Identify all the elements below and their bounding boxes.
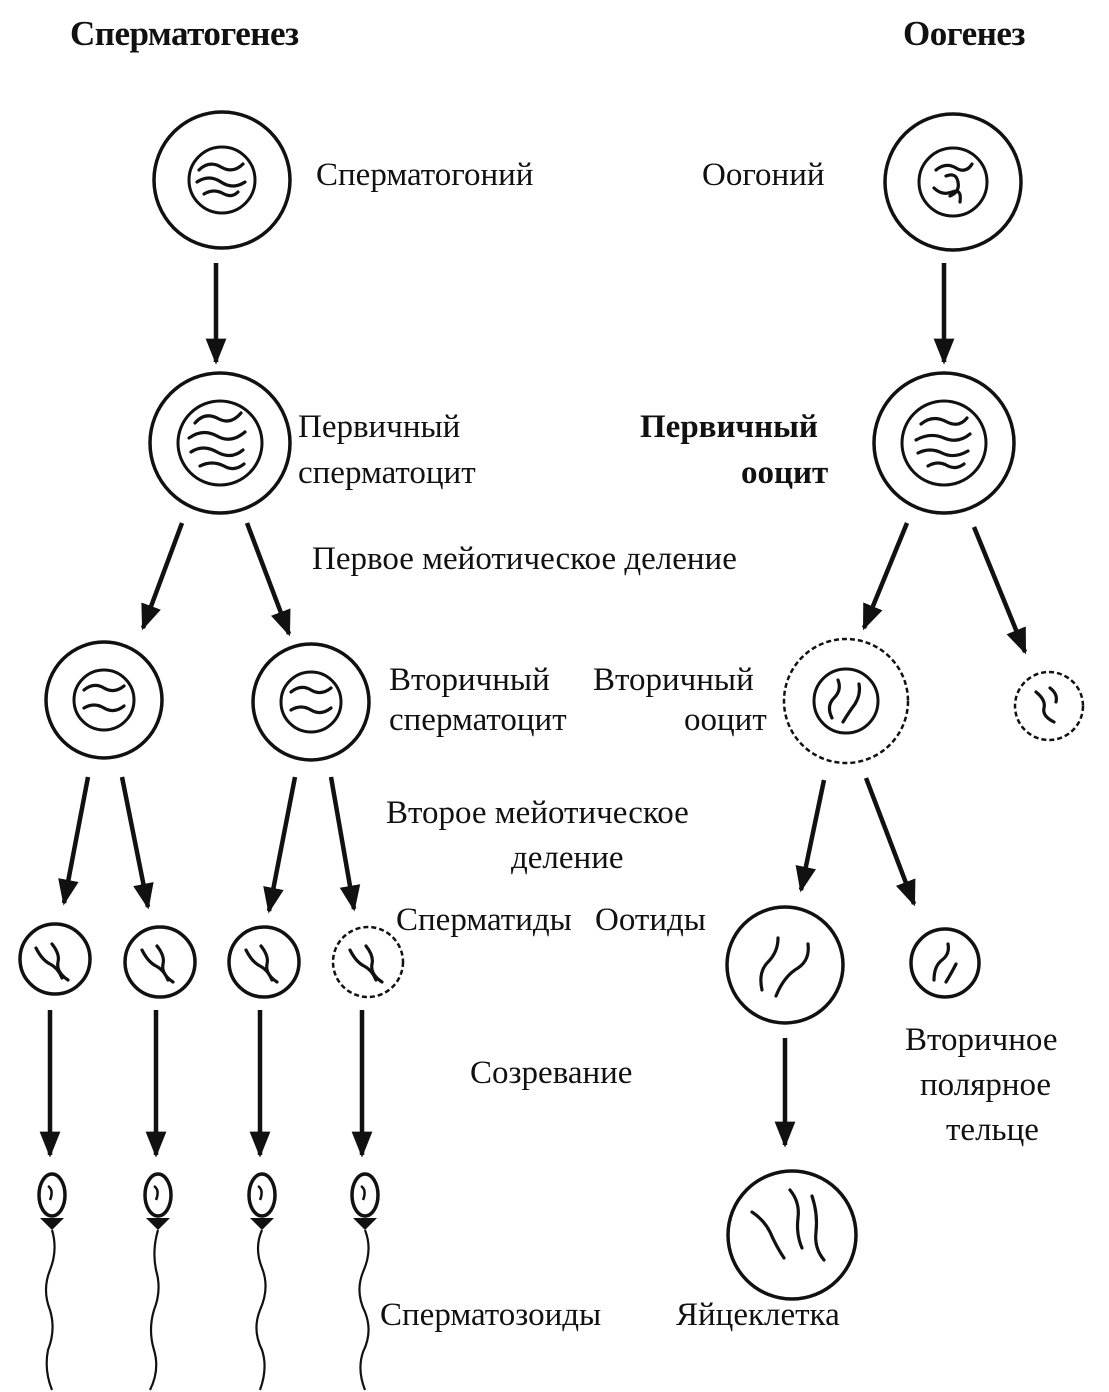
label-secondary-oocyte: ооцит (684, 702, 767, 738)
label-polar-body-2: полярное (920, 1067, 1051, 1103)
primary-oocyte-cell (872, 371, 1016, 515)
ootid-cell (725, 905, 845, 1025)
heading-spermatogenesis: Сперматогенез (70, 14, 299, 53)
label-maturation: Созревание (470, 1055, 632, 1091)
label-second-meiotic-1: Второе мейотическое (386, 795, 689, 831)
label-spermatogonium: Сперматогоний (316, 157, 533, 193)
label-spermatozoa: Сперматозоиды (380, 1297, 601, 1333)
label-first-meiotic-division: Первое мейотическое деление (312, 541, 737, 577)
arrow-sec2-to-spt3 (263, 776, 298, 914)
arrow-primary-to-secondary-oocyte (861, 522, 910, 631)
arrow-sec2-to-spt4 (328, 776, 361, 912)
label-primary-2: Первичный (640, 409, 818, 445)
spermatid-2 (123, 925, 197, 999)
secondary-oocyte-cell (782, 637, 910, 765)
arrow-sec1-to-spt1 (58, 776, 91, 906)
spermatid-1 (18, 922, 92, 996)
label-egg: Яйцеклетка (676, 1297, 840, 1333)
secondary-spermatocyte-cell-1 (44, 640, 164, 760)
label-secondary-2: Вторичный (593, 662, 754, 698)
secondary-spermatocyte-cell-2 (251, 642, 371, 762)
primary-spermatocyte-cell (148, 371, 292, 515)
spermatozoon-2 (143, 1172, 173, 1391)
arrow-primary-to-polar-1 (971, 526, 1028, 655)
arrow-primary-to-sec-right (244, 522, 292, 637)
label-oocyte: ооцит (741, 455, 828, 491)
arrow-primary-to-sec-left (140, 522, 185, 631)
label-ootids: Оотиды (595, 902, 706, 938)
second-polar-body-cell (909, 927, 981, 999)
heading-oogenesis: Оогенез (903, 14, 1025, 53)
arrow-secondary-to-polar-2 (863, 777, 917, 907)
label-primary-1: Первичный (298, 409, 460, 445)
arrow-sec1-to-spt2 (119, 776, 154, 910)
label-polar-body-3: тельце (946, 1112, 1039, 1148)
spermatid-3 (227, 925, 301, 999)
label-oogonium: Оогоний (702, 157, 825, 193)
oogonium-cell (883, 112, 1023, 252)
arrow-secondary-to-ootid (795, 779, 827, 893)
first-polar-body-cell (1013, 670, 1085, 742)
spermatozoon-1 (37, 1172, 67, 1391)
spermatozoon-3 (247, 1172, 277, 1391)
spermatozoon-4 (350, 1172, 380, 1391)
label-spermatids: Сперматиды (396, 902, 572, 938)
spermatid-4 (331, 925, 405, 999)
label-spermatocyte: сперматоцит (298, 455, 476, 491)
spermatogonium-cell (152, 110, 292, 250)
egg-cell (726, 1169, 858, 1301)
label-secondary-spermatocyte: сперматоцит (389, 702, 567, 738)
label-second-meiotic-2: деление (511, 840, 624, 876)
label-secondary-1: Вторичный (389, 662, 550, 698)
label-polar-body-1: Вторичное (905, 1022, 1057, 1058)
